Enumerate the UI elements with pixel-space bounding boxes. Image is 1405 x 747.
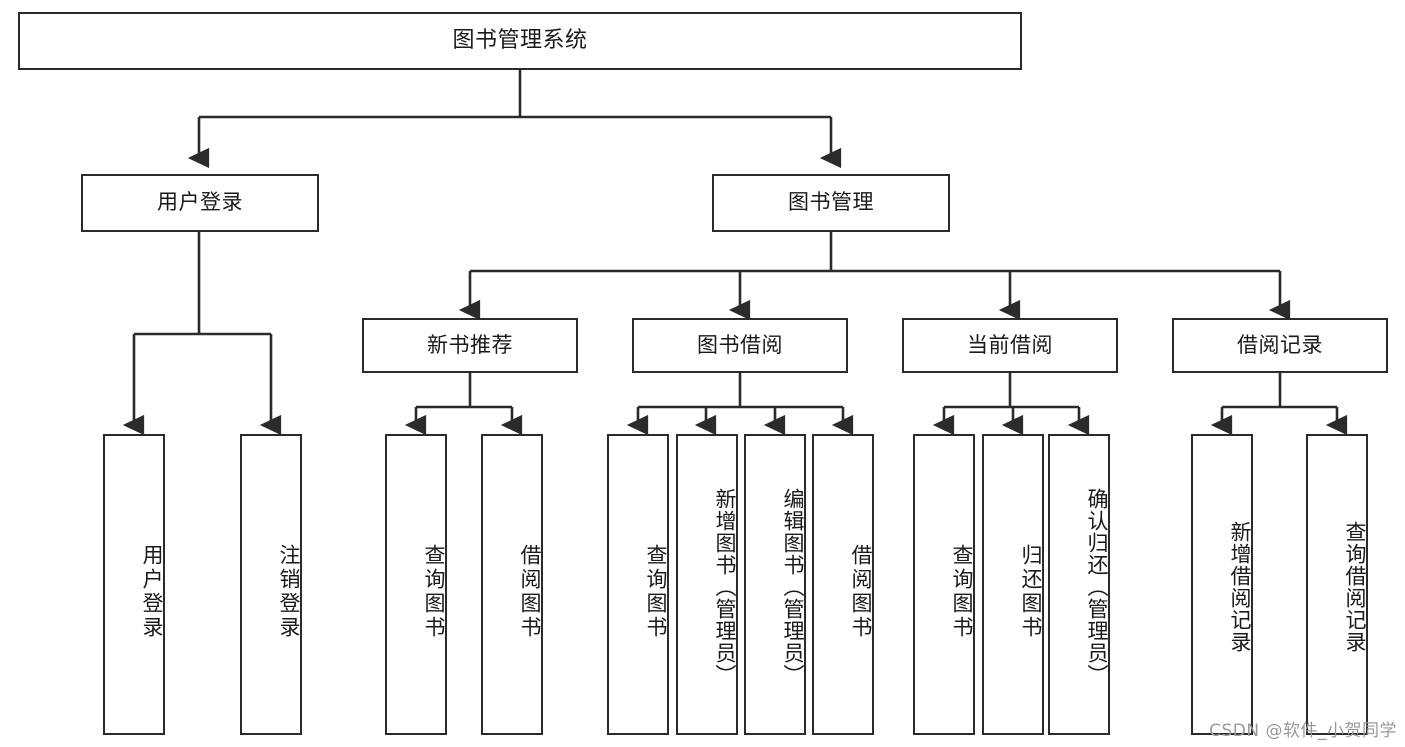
node-label: 图书借阅 xyxy=(697,332,783,357)
leaf-book-borrow-borrow[interactable]: 借阅图书 xyxy=(812,434,874,735)
node-new-book-recommend[interactable]: 新书推荐 xyxy=(362,318,578,373)
node-label: 用户登录 xyxy=(140,543,164,640)
node-book-management[interactable]: 图书管理 xyxy=(712,174,950,232)
node-label: 图书管理系统 xyxy=(452,27,588,53)
leaf-current-borrow-query[interactable]: 查询图书 xyxy=(913,434,975,735)
node-root-system[interactable]: 图书管理系统 xyxy=(18,12,1022,70)
leaf-new-book-borrow[interactable]: 借阅图书 xyxy=(481,434,543,735)
node-label: 注销登录 xyxy=(277,543,301,640)
leaf-user-login-logout[interactable]: 注销登录 xyxy=(240,434,302,735)
leaf-current-borrow-confirm[interactable]: 确认归还（管理员） xyxy=(1048,434,1110,735)
node-label: 借阅图书 xyxy=(518,543,542,640)
node-label: 借阅记录 xyxy=(1237,332,1323,357)
node-label: 查询图书 xyxy=(422,543,446,640)
node-borrow-record[interactable]: 借阅记录 xyxy=(1172,318,1388,373)
node-label: 当前借阅 xyxy=(967,332,1053,357)
node-label: 用户登录 xyxy=(157,190,243,215)
node-label: 查询图书 xyxy=(950,543,974,640)
leaf-current-borrow-return[interactable]: 归还图书 xyxy=(982,434,1044,735)
node-label: 确认归还（管理员） xyxy=(1085,487,1109,686)
leaf-borrow-record-query[interactable]: 查询借阅记录 xyxy=(1306,434,1368,735)
node-label: 新书推荐 xyxy=(427,332,513,357)
node-label: 归还图书 xyxy=(1019,543,1043,640)
node-label: 新增借阅记录 xyxy=(1228,520,1252,653)
node-book-borrow[interactable]: 图书借阅 xyxy=(632,318,848,373)
leaf-borrow-record-add[interactable]: 新增借阅记录 xyxy=(1191,434,1253,735)
node-label: 查询借阅记录 xyxy=(1343,520,1367,653)
leaf-new-book-query[interactable]: 查询图书 xyxy=(385,434,447,735)
node-label: 借阅图书 xyxy=(849,543,873,640)
node-user-login[interactable]: 用户登录 xyxy=(81,174,319,232)
leaf-user-login-login[interactable]: 用户登录 xyxy=(103,434,165,735)
node-label: 图书管理 xyxy=(788,190,874,215)
leaf-book-borrow-add[interactable]: 新增图书（管理员） xyxy=(676,434,738,735)
node-label: 查询图书 xyxy=(644,543,668,640)
node-label: 新增图书（管理员） xyxy=(713,487,737,686)
leaf-book-borrow-edit[interactable]: 编辑图书（管理员） xyxy=(744,434,806,735)
leaf-book-borrow-query[interactable]: 查询图书 xyxy=(607,434,669,735)
node-label: 编辑图书（管理员） xyxy=(781,487,805,686)
node-current-borrow[interactable]: 当前借阅 xyxy=(902,318,1118,373)
